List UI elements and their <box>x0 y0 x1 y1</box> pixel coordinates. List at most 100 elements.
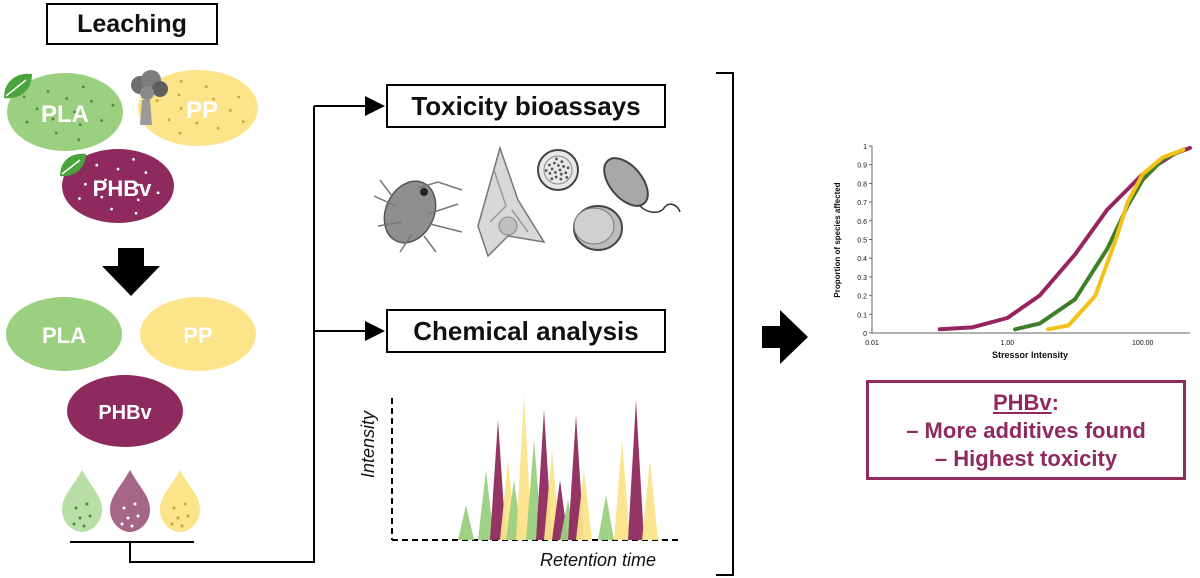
pp-leachate-drop <box>160 470 200 532</box>
leaf-icon <box>4 73 32 99</box>
result-line-additives: – More additives found <box>906 418 1146 443</box>
particle-dot <box>65 97 69 100</box>
chromatogram-peak <box>458 505 474 540</box>
particle-dot <box>104 178 107 182</box>
chromatogram-peaks <box>458 395 658 540</box>
particle-dot <box>179 107 183 110</box>
ssd-curve-pp <box>1046 147 1186 332</box>
chromatogram-peak <box>478 470 494 540</box>
result-box: PHBv: – More additives found – Highest t… <box>866 380 1186 480</box>
particle-dot <box>84 182 87 186</box>
chart-ytick-label: 0.9 <box>857 163 867 170</box>
particle-dot <box>228 109 232 112</box>
leaching-title: Leaching <box>46 3 218 45</box>
diatom-icon <box>537 149 579 191</box>
particle-dot <box>116 167 120 171</box>
diatom-pores <box>544 157 570 181</box>
particle-dot <box>111 103 115 107</box>
particle-dot <box>212 97 215 101</box>
particle-dot <box>237 95 241 99</box>
particle-dot <box>88 514 92 518</box>
particle-dot <box>72 522 76 526</box>
chromatogram-xlabel: Retention time <box>540 550 656 570</box>
particle-dot <box>133 502 137 506</box>
bracket <box>716 72 734 576</box>
particle-dot <box>126 516 130 520</box>
particle-dot <box>180 524 184 528</box>
polymer-particles <box>22 79 245 215</box>
particle-dot <box>22 95 26 99</box>
pore-dot <box>556 164 560 167</box>
chart-xtick-label: 1.00 <box>1001 340 1015 347</box>
particle-dot <box>46 89 50 93</box>
particle-dot <box>78 197 81 200</box>
pp-label-after: PP <box>183 323 212 348</box>
leachate-drops <box>62 470 200 532</box>
pore-dot <box>566 166 570 170</box>
pore-dot <box>554 170 557 174</box>
copepod-icon <box>373 179 463 253</box>
particle-dot <box>155 99 159 102</box>
particle-dot <box>110 207 113 211</box>
toxicity-bioassays-box: Toxicity bioassays <box>386 84 666 128</box>
down-arrow-icon <box>102 248 160 296</box>
chart-ytick-label: 0.4 <box>857 256 867 263</box>
particle-dot <box>170 522 174 526</box>
pore-dot <box>544 169 548 172</box>
particle-dot <box>100 195 104 199</box>
chromatogram: Intensity Retention time <box>358 395 680 570</box>
particle-dot <box>172 506 176 510</box>
dinoflagellate-icon <box>477 145 546 258</box>
particle-dot <box>204 110 207 114</box>
particle-dot <box>178 131 182 135</box>
particle-dot <box>134 211 138 215</box>
chromatogram-peak <box>598 495 614 540</box>
pore-dot <box>554 175 558 179</box>
particle-dot <box>136 198 140 202</box>
particle-dot <box>195 121 199 125</box>
particle-dot <box>216 126 220 130</box>
phbv-leachate-drop <box>110 470 150 532</box>
chart-ytick-label: 1 <box>863 144 867 151</box>
particle-dot <box>120 522 124 526</box>
particle-dot <box>176 516 180 520</box>
pore-dot <box>548 171 552 175</box>
pore-dot <box>564 171 568 175</box>
chromatogram-peak <box>490 420 506 540</box>
particle-dot <box>156 191 160 195</box>
pore-dot <box>565 175 569 179</box>
chromatogram-peak <box>642 460 658 540</box>
chart-ytick-label: 0.6 <box>857 219 867 226</box>
particle-dot <box>95 163 99 167</box>
particle-dot <box>177 93 181 97</box>
particle-dot <box>130 524 134 528</box>
particle-dot <box>167 118 171 122</box>
factory-smoke-icon <box>131 70 168 125</box>
chromatogram-peak <box>516 395 532 540</box>
chart-ytick-label: 0.1 <box>857 312 867 319</box>
pla-blob-before <box>7 73 123 151</box>
pore-dot <box>559 177 563 181</box>
pore-dot <box>550 177 554 181</box>
particle-dot <box>100 119 104 122</box>
particle-dot <box>90 99 93 103</box>
chemical-analysis-box: Chemical analysis <box>386 309 666 353</box>
chart-ylabel: Proportion of species affected <box>833 182 842 297</box>
particle-dot <box>186 514 190 518</box>
particle-dot <box>183 502 187 506</box>
pp-label-before: PP <box>186 97 218 124</box>
particle-dot <box>82 524 86 528</box>
particle-dot <box>73 110 76 114</box>
chromatogram-peak <box>628 400 644 540</box>
pla-label-before: PLA <box>41 101 89 128</box>
phbv-label-after: PHBv <box>98 402 152 424</box>
particle-dot <box>78 123 82 127</box>
pp-blob-after <box>140 297 256 371</box>
pla-leachate-drop <box>62 470 102 532</box>
chromatogram-peak <box>576 470 592 540</box>
particle-dot <box>54 131 58 135</box>
particle-dot <box>51 117 55 121</box>
chart-xtick-label: 0.01 <box>865 340 879 347</box>
